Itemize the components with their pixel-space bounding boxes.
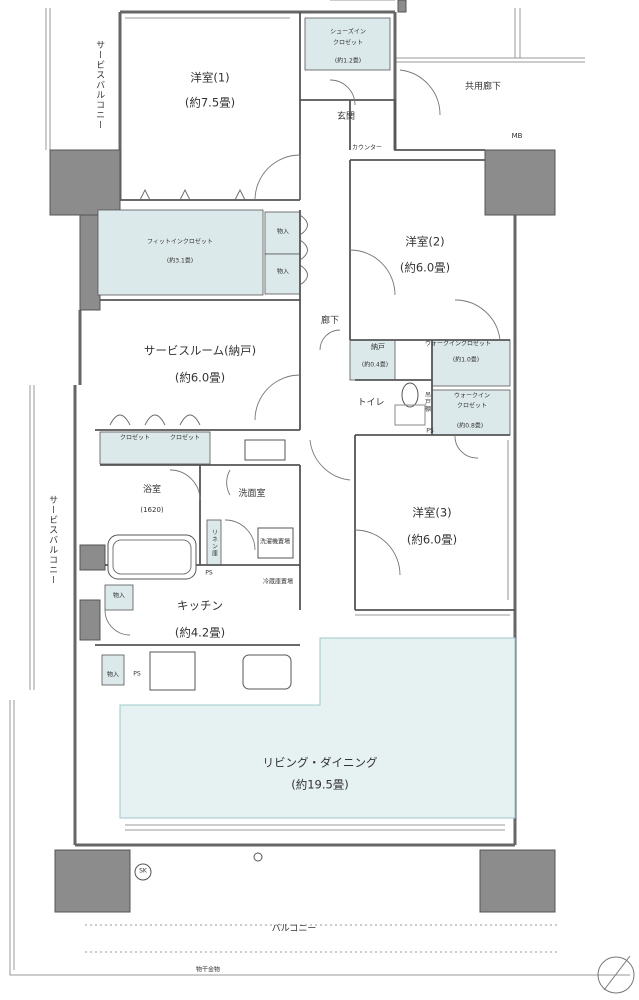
fit-in-closet-area: (約3.1畳): [166, 257, 194, 265]
door-swings: [104, 69, 501, 636]
bathroom-size: (1620): [140, 505, 164, 514]
nando-small-area: (約0.4畳): [361, 361, 389, 369]
monoire-1: 物入: [276, 228, 290, 236]
fit-in-closet-name: フィットインクロゼット: [147, 238, 213, 246]
linen-storage: リネン庫: [210, 529, 218, 557]
walk-in-closet-2-area: (約0.8畳): [456, 422, 484, 430]
western-room-3-name: 洋室(3): [412, 505, 452, 520]
fridge-space: 冷蔵庫置場: [262, 578, 293, 586]
service-balcony-upper: サービスバルコニー: [94, 40, 105, 130]
toilet-cabinet: 吊戸棚: [423, 391, 431, 413]
walk-in-closet-1-name: ウォークインクロゼット: [424, 340, 492, 348]
fixtures: [107, 382, 426, 881]
shoes-in-closet-line1: シューズイン: [330, 28, 366, 36]
walk-in-closet-2-line2: クロゼット: [456, 402, 488, 410]
storage-fills: [97, 17, 511, 686]
structural-columns: [49, 0, 556, 913]
living-dining-name: リビング・ダイニング: [262, 755, 378, 770]
hallway-name: 廊下: [320, 315, 340, 326]
common-corridor-label: 共用廊下: [464, 81, 502, 92]
monoire-4: 物入: [106, 671, 120, 679]
shoes-in-closet-line2: クロゼット: [332, 39, 364, 47]
kitchen-area: (約4.2畳): [174, 625, 226, 640]
closet-doors: [109, 188, 308, 426]
service-balcony-lower: サービスバルコニー: [47, 495, 58, 585]
balcony-label: バルコニー: [271, 923, 317, 934]
western-room-2-name: 洋室(2): [405, 234, 445, 249]
monoire-3: 物入: [112, 592, 126, 600]
closet-1: クロゼット: [119, 434, 151, 442]
ps-label-2: PS: [133, 670, 141, 678]
entrance-name: 玄関: [336, 111, 356, 122]
western-room-2-area: (約6.0畳): [399, 260, 451, 275]
closet-2: クロゼット: [169, 434, 201, 442]
monoire-2: 物入: [276, 268, 290, 276]
north-arrow: [597, 955, 635, 994]
outer-guide-lines: [9, 0, 630, 976]
washer-space: 洗濯機置場: [260, 538, 291, 546]
walk-in-closet-2-line1: ウォークイン: [453, 392, 491, 400]
counter-label: カウンター: [351, 144, 383, 152]
western-room-3-area: (約6.0畳): [406, 532, 458, 547]
clothes-pole-label: 物干金物: [195, 966, 221, 974]
living-dining-fill: [119, 637, 516, 819]
nando-small-name: 納戸: [371, 342, 385, 351]
sk-label: SK: [139, 867, 147, 875]
service-room-name: サービスルーム(納戸): [143, 343, 257, 358]
service-room-area: (約6.0畳): [174, 370, 226, 385]
shoes-in-closet-area: (約1.2畳): [334, 57, 362, 65]
kitchen-name: キッチン: [177, 598, 223, 613]
walk-in-closet-1-area: (約1.0畳): [452, 356, 480, 364]
western-room-1-name: 洋室(1): [190, 70, 230, 85]
windows: [125, 17, 510, 831]
bathroom-name: 浴室: [142, 484, 162, 495]
washroom-name: 洗面室: [238, 488, 266, 499]
ps-label-3: PS: [426, 427, 434, 435]
toilet-name: トイレ: [357, 397, 385, 408]
living-dining-area: (約19.5畳): [291, 777, 349, 792]
mb-label: MB: [511, 131, 523, 140]
ps-label-1: PS: [205, 569, 213, 577]
western-room-1-area: (約7.5畳): [184, 95, 236, 110]
